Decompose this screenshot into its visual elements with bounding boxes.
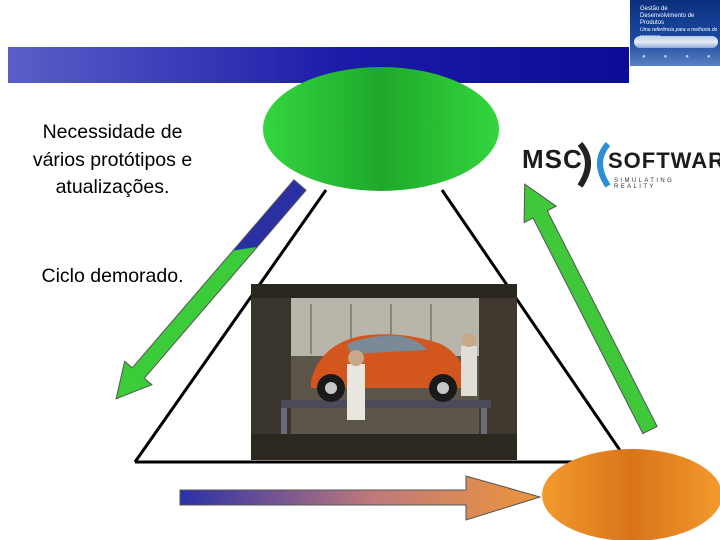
corner-logo-line1: Gestão de — [640, 6, 668, 12]
cycle-text: Ciclo demorado. — [41, 265, 184, 287]
car-photo-illustration — [251, 284, 517, 460]
msc-logo-tagline: SIMULATING REALITY — [614, 178, 675, 190]
triangle-outline — [133, 189, 630, 464]
corner-logo-band — [634, 36, 718, 48]
green-ellipse — [263, 67, 499, 191]
need-text: Necessidade de vários protótipos e atual… — [32, 121, 193, 198]
msc-x-icon — [577, 142, 611, 188]
arrow-bottom — [179, 475, 542, 521]
arrow-left — [115, 179, 307, 400]
car-photo — [251, 284, 517, 460]
corner-logo: Gestão de Desenvolvimento de Produtos Um… — [630, 0, 720, 66]
msc-software-logo: MSC SOFTWARE SIMULATING REALITY — [522, 140, 720, 192]
corner-logo-line2: Desenvolvimento de Produtos — [640, 13, 695, 26]
arrow-right — [523, 183, 658, 435]
msc-logo-text-software: SOFTWARE — [608, 148, 720, 173]
orange-ellipse — [542, 449, 720, 540]
msc-logo-text-msc: MSC — [522, 144, 583, 174]
corner-logo-dots: ●●●● — [642, 54, 720, 60]
